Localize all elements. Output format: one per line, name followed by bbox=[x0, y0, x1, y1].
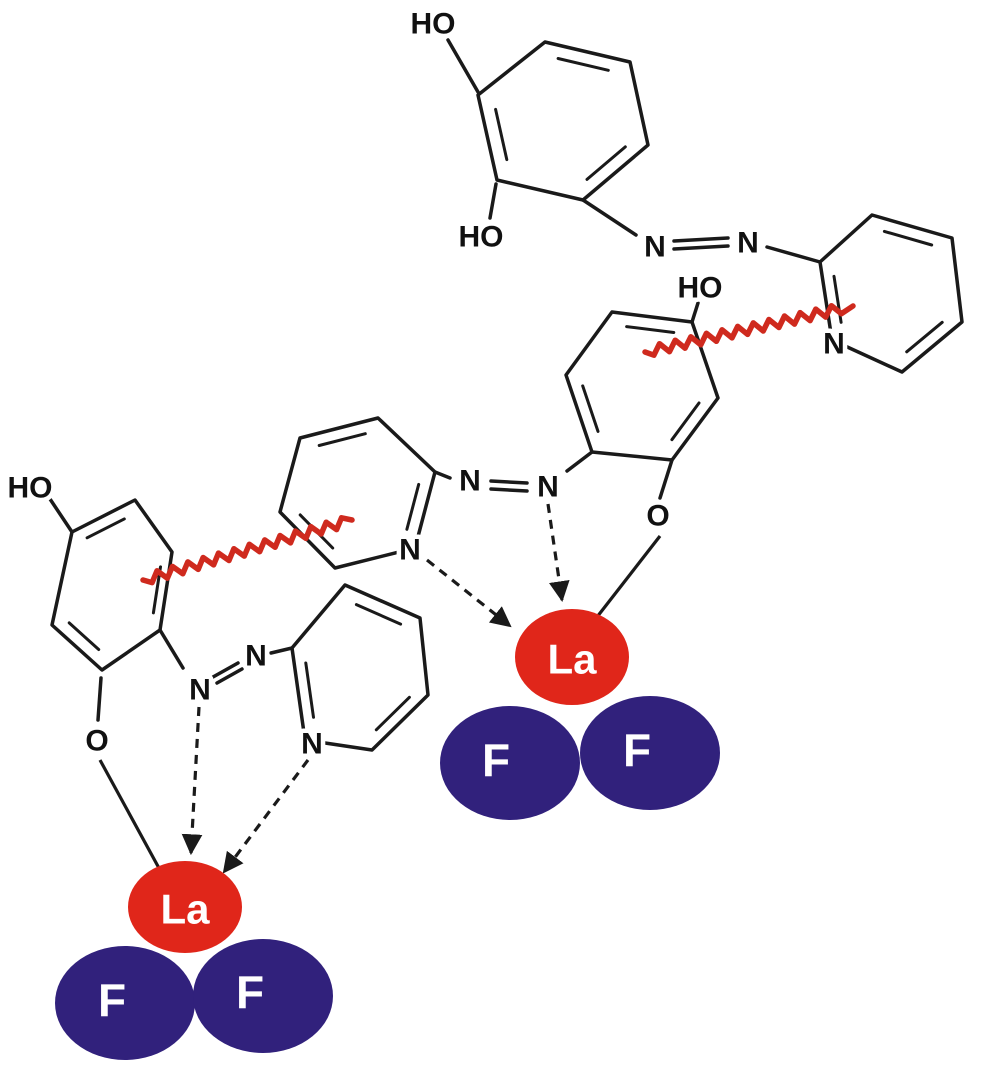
bond-line bbox=[581, 198, 638, 237]
hydroxyl-label: HO bbox=[8, 472, 53, 505]
bond-line bbox=[158, 628, 185, 670]
bond-line bbox=[269, 646, 294, 655]
azo-nitrogen-label: N bbox=[459, 465, 481, 498]
azo-double-bond-line bbox=[211, 661, 240, 679]
aromatic-inner-bond bbox=[494, 107, 509, 162]
fluoride-sphere bbox=[440, 706, 580, 820]
phenolate-oxygen-label: O bbox=[646, 500, 669, 533]
pyridine-ring bbox=[818, 213, 964, 374]
azo-nitrogen-label: N bbox=[537, 471, 559, 504]
nitrogen-lanthanum-arrow bbox=[546, 503, 570, 603]
aromatic-inner-bond bbox=[581, 384, 600, 433]
lanthanum-label: La bbox=[160, 886, 210, 933]
aromatic-inner-bond bbox=[670, 401, 701, 442]
azo-double-bond-line bbox=[489, 487, 529, 493]
azo-double-bond-line bbox=[489, 479, 529, 485]
oxygen-lanthanum-bond bbox=[98, 759, 162, 871]
zigzag-interaction bbox=[642, 302, 856, 358]
pyridine-nitrogen-label: N bbox=[399, 534, 421, 567]
aromatic-inner-bond bbox=[67, 621, 101, 651]
aromatic-inner-bond bbox=[882, 229, 934, 247]
fluoride-sphere bbox=[580, 696, 720, 810]
aromatic-inner-bond bbox=[625, 325, 676, 334]
azo-nitrogen-label: N bbox=[737, 227, 759, 260]
azo-nitrogen-label: N bbox=[189, 674, 211, 707]
azo-nitrogen-label: N bbox=[245, 640, 267, 673]
azo-double-bond-line bbox=[672, 244, 730, 251]
bond-line bbox=[446, 38, 480, 94]
fluoride-sphere bbox=[55, 946, 195, 1060]
aromatic-inner-bond bbox=[405, 482, 421, 531]
fluoride-label: F bbox=[236, 966, 264, 1018]
pyridine-nitrogen-label: N bbox=[823, 328, 845, 361]
bond-line bbox=[765, 245, 822, 264]
aromatic-inner-bond bbox=[905, 320, 944, 354]
phenolate-oxygen-label: O bbox=[85, 725, 108, 758]
fluoride-label: F bbox=[482, 734, 510, 786]
azo-double-bond-line bbox=[672, 236, 730, 243]
ligand-middle: HO O N N N bbox=[278, 267, 727, 571]
nitrogen-lanthanum-arrow bbox=[222, 759, 310, 874]
bond-line bbox=[565, 450, 594, 473]
cluster-lower: La F F bbox=[55, 861, 333, 1060]
aromatic-inner-bond bbox=[304, 661, 315, 719]
aromatic-inner-bond bbox=[585, 145, 627, 181]
lanthanum-sphere bbox=[128, 861, 242, 953]
cluster-upper: La F F bbox=[440, 609, 720, 820]
aromatic-inner-bond bbox=[374, 695, 411, 732]
ligand-left: HO O N N N bbox=[3, 467, 430, 765]
bond-line bbox=[690, 301, 700, 324]
aromatic-inner-bond bbox=[354, 603, 403, 626]
benzene-ring bbox=[476, 40, 650, 202]
bond-line bbox=[433, 470, 452, 480]
hydroxyl-label: HO bbox=[459, 221, 504, 254]
pyridine-ring bbox=[278, 416, 437, 570]
nitrogen-lanthanum-arrow bbox=[181, 706, 203, 856]
nitrogen-lanthanum-arrow bbox=[426, 558, 512, 628]
hydroxyl-label: HO bbox=[678, 272, 723, 305]
bond-line bbox=[96, 676, 103, 722]
interaction-zigzags bbox=[140, 302, 856, 586]
fluoride-sphere bbox=[193, 939, 333, 1053]
bond-line bbox=[488, 182, 498, 220]
lanthanum-label: La bbox=[547, 636, 597, 683]
zigzag-interaction bbox=[140, 515, 355, 586]
oxygen-lanthanum-bond bbox=[595, 535, 662, 618]
fluoride-label: F bbox=[98, 974, 126, 1026]
azo-nitrogen-label: N bbox=[644, 231, 666, 264]
hydroxyl-label: HO bbox=[411, 8, 456, 41]
bond-line bbox=[48, 497, 74, 534]
azo-double-bond-line bbox=[215, 667, 244, 685]
coordination-bonds bbox=[98, 503, 662, 874]
fluoride-label: F bbox=[623, 724, 651, 776]
ligand-top: HO HO N N N bbox=[406, 3, 964, 374]
bond-line bbox=[658, 458, 674, 500]
aromatic-inner-bond bbox=[85, 517, 126, 540]
aromatic-inner-bond bbox=[317, 432, 367, 447]
aromatic-inner-bond bbox=[556, 57, 610, 72]
lanthanum-sphere bbox=[515, 609, 629, 705]
pyridine-nitrogen-label: N bbox=[301, 728, 323, 761]
